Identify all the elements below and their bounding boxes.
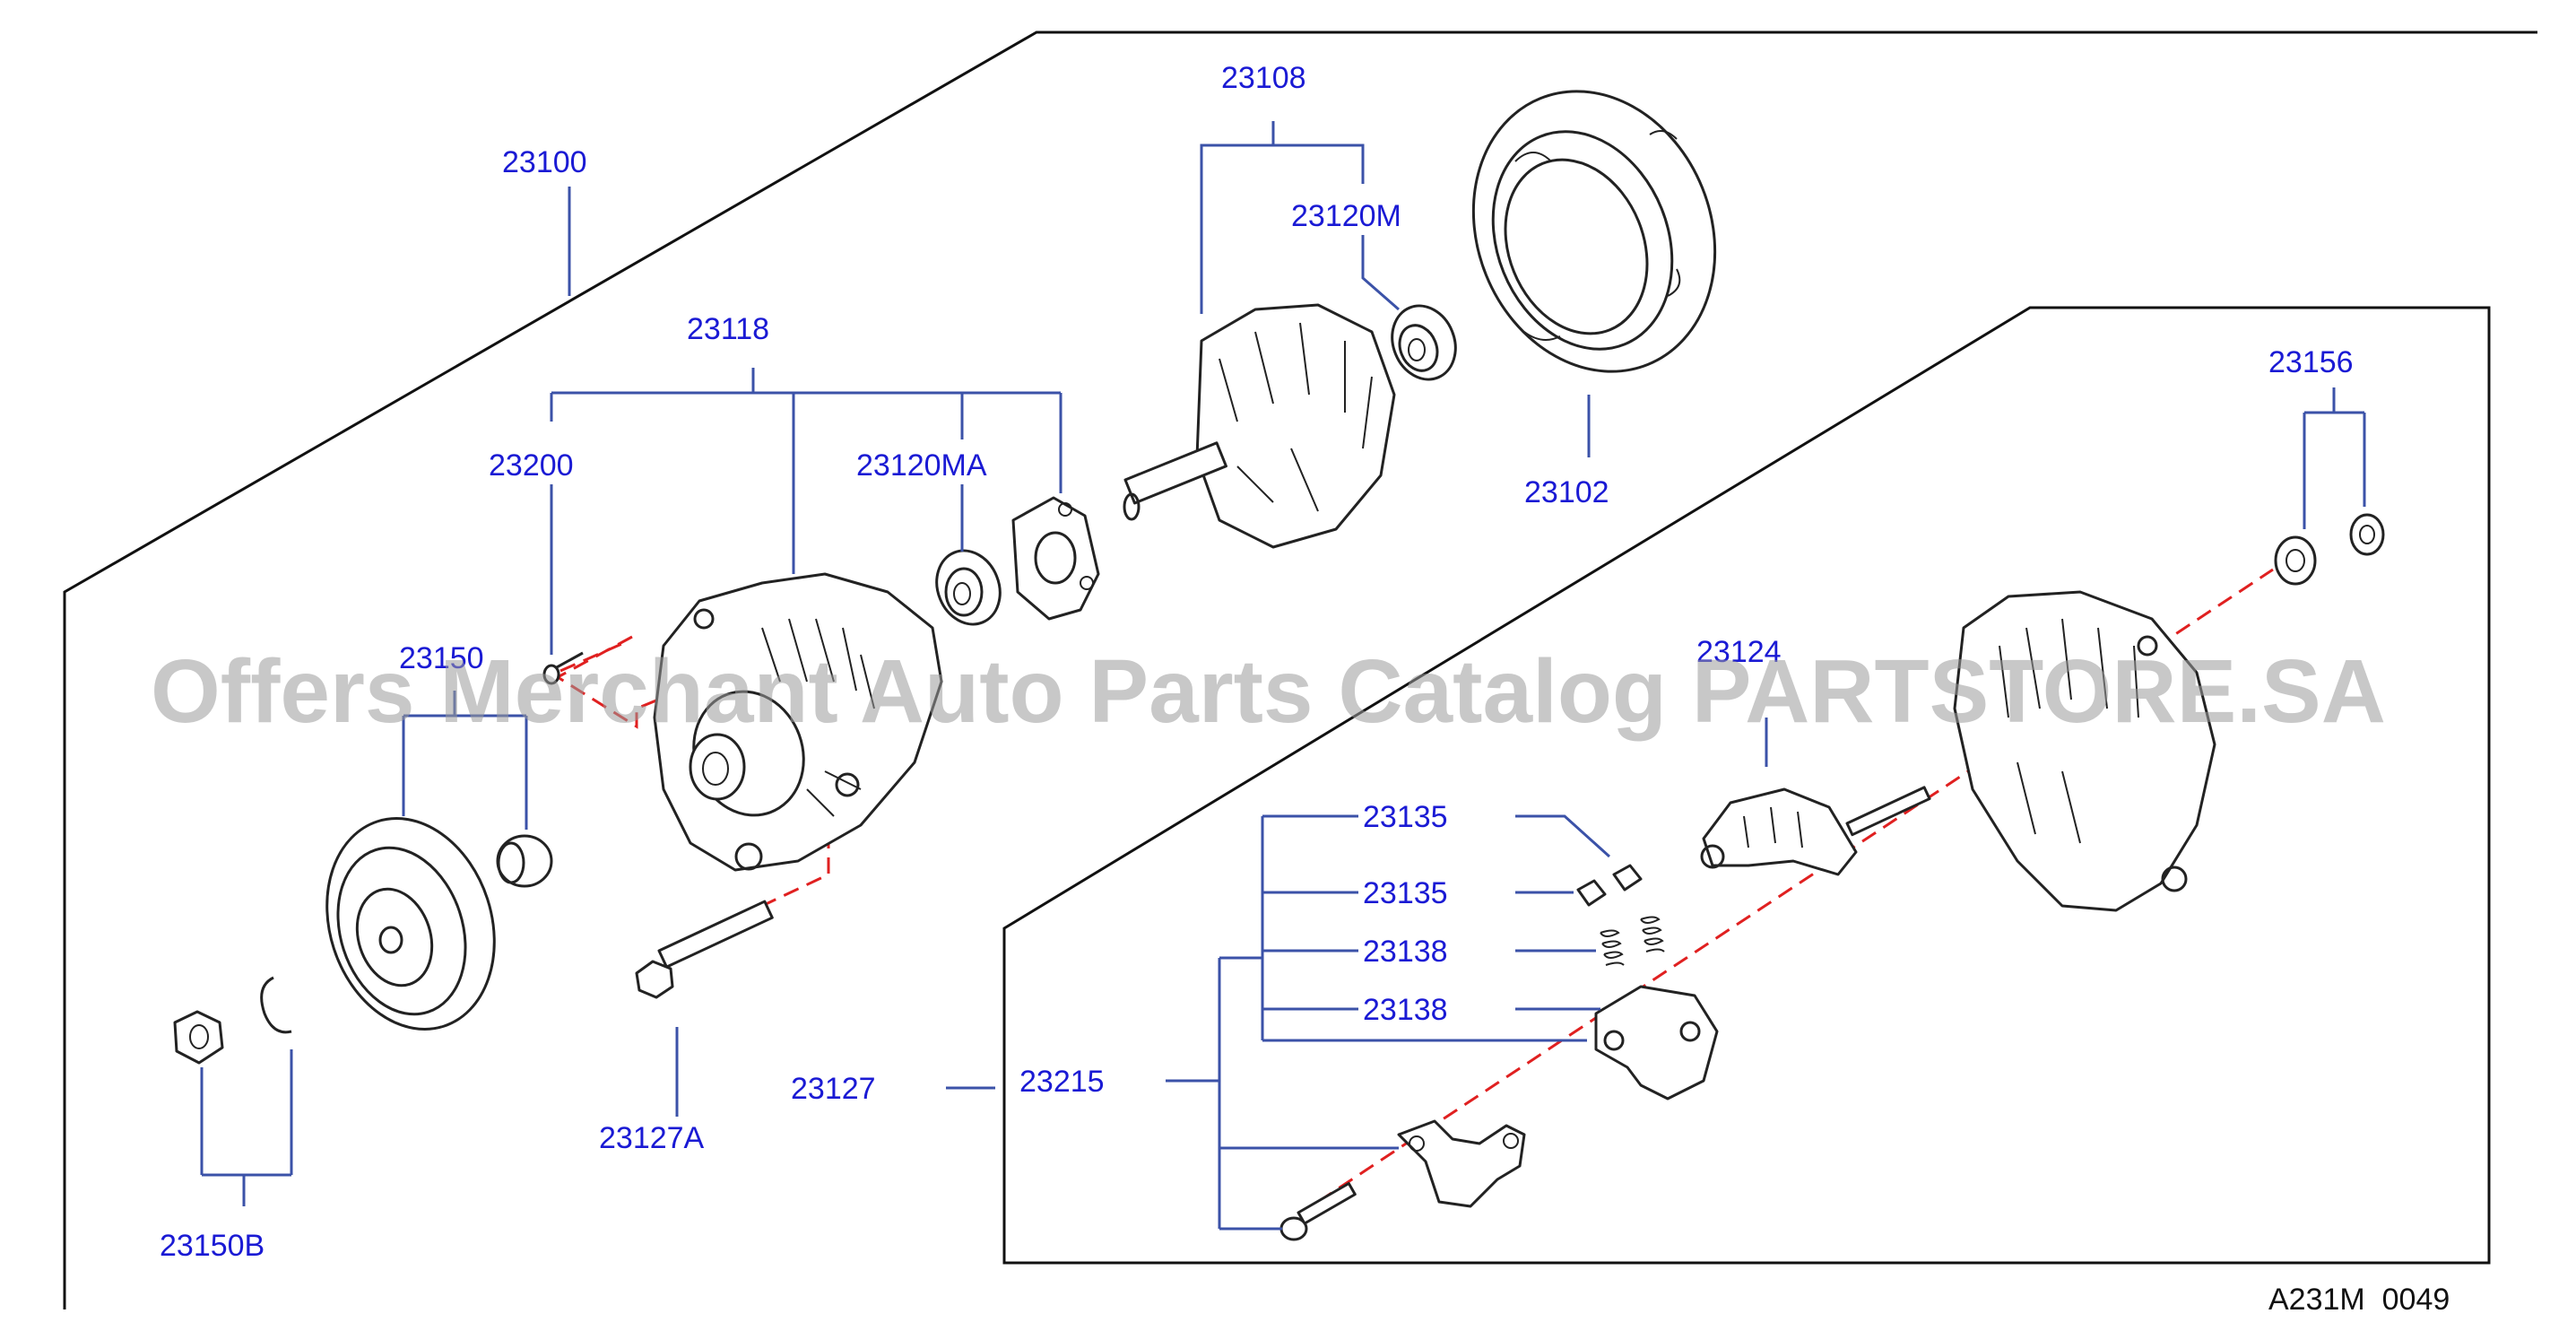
pulley-part [325,817,496,1031]
label-23138-bottom: 23138 [1363,993,1448,1027]
through-bolt-23200-part [542,651,584,685]
label-23100: 23100 [502,145,587,179]
label-23108: 23108 [1221,61,1306,95]
alternator-body-part [653,572,943,872]
bearing-23120ma-part [935,549,1002,626]
rear-cover-part [1953,590,2216,912]
label-23118: 23118 [687,312,769,346]
screw-part [1279,1182,1357,1241]
label-23120ma: 23120MA [856,448,987,483]
bearing-23120m-part [1391,304,1457,381]
label-23102: 23102 [1524,475,1609,509]
pulley-nut-part [173,1010,224,1065]
springs-part [1600,916,1665,966]
label-23156: 23156 [2268,345,2354,379]
rear-housing-part [1471,90,1717,373]
bearing-retainer-part [1011,496,1100,621]
bracket-part [1397,1119,1526,1208]
label-23138-top: 23138 [1363,935,1448,969]
label-23120m: 23120M [1291,199,1401,233]
lock-washer-part [260,976,292,1034]
rotor-part [1123,303,1396,549]
label-23215: 23215 [1019,1065,1105,1099]
rear-subassembly-frame [1002,306,2491,1265]
label-23135-top: 23135 [1363,800,1448,834]
label-23124: 23124 [1696,635,1782,669]
brushes-part [1576,864,1643,907]
leader-lines [200,121,2366,1231]
spacer-part [496,834,553,888]
regulator-part [1700,786,1931,876]
brush-holder-part [1594,985,1719,1100]
label-23127: 23127 [791,1072,876,1106]
bolt-23127a-part [635,900,774,999]
cap-23156-part [2274,513,2385,586]
watermark-text: Offers Merchant Auto Parts Catalog PARTS… [151,641,2386,742]
main-assembly-frame [63,30,2537,1309]
label-23200: 23200 [489,448,574,483]
label-23150b: 23150B [160,1229,265,1263]
label-23135-bottom: 23135 [1363,876,1448,910]
label-23150: 23150 [399,641,484,675]
diagram-reference-code: A231M 0049 [2268,1283,2450,1317]
label-23127a: 23127A [599,1121,705,1155]
